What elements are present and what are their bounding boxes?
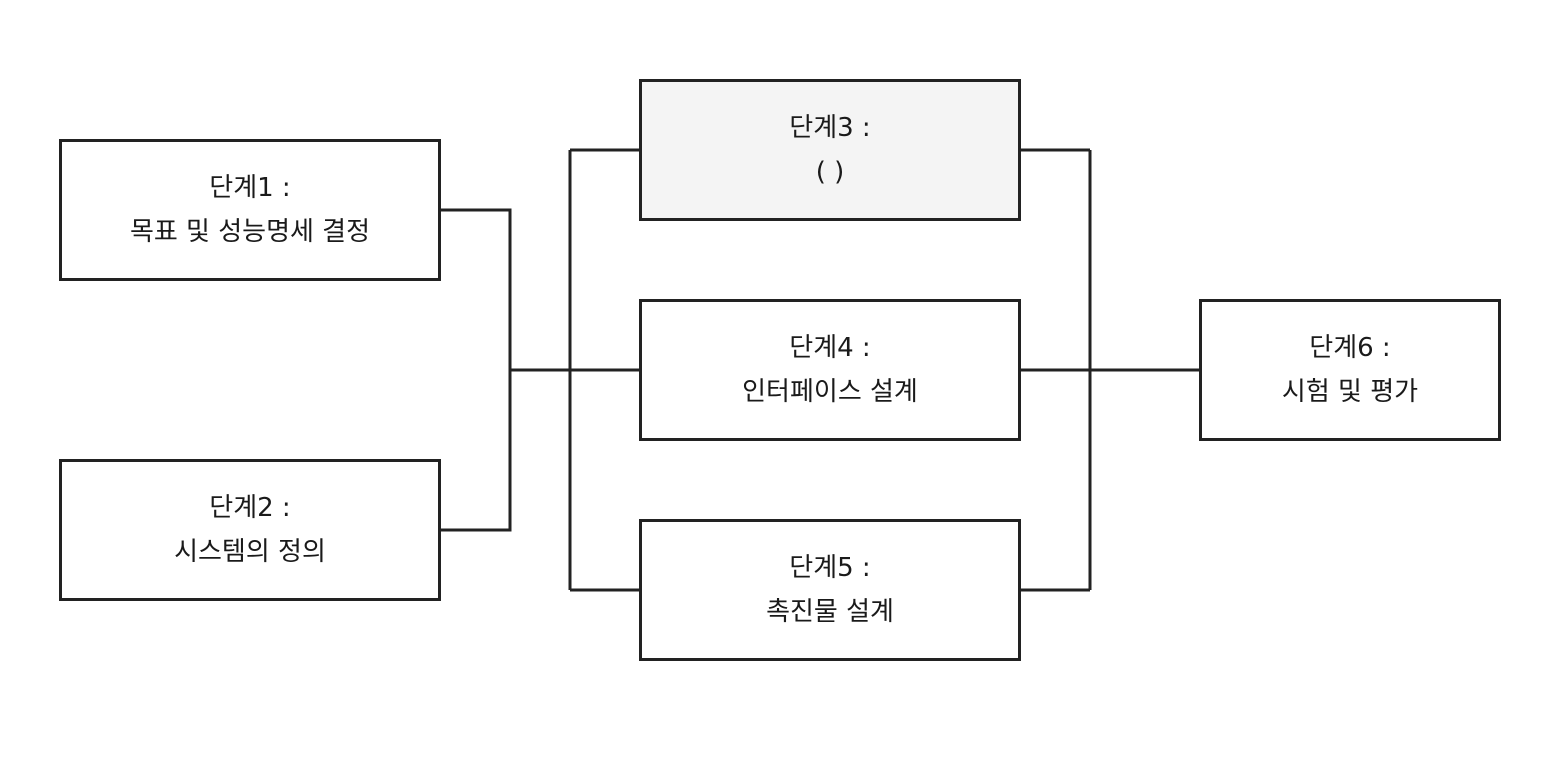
step1-description: 목표 및 성능명세 결정 [129, 217, 371, 247]
step3-box: 단계3 : ( ) [639, 79, 1021, 221]
step1-label: 단계1 : [209, 173, 291, 203]
step1-box: 단계1 : 목표 및 성능명세 결정 [59, 139, 441, 281]
connector-step2-merge [441, 370, 512, 532]
step6-label: 단계6 : [1309, 333, 1391, 363]
step4-label: 단계4 : [789, 333, 871, 363]
step6-box: 단계6 : 시험 및 평가 [1199, 299, 1501, 441]
step2-description: 시스템의 정의 [174, 537, 326, 567]
step2-label: 단계2 : [209, 493, 291, 523]
step3-description: ( ) [815, 157, 845, 187]
connector-step1-merge [441, 208, 512, 370]
step5-description: 촉진물 설계 [766, 597, 894, 627]
step4-box: 단계4 : 인터페이스 설계 [639, 299, 1021, 441]
step5-label: 단계5 : [789, 553, 871, 583]
step4-description: 인터페이스 설계 [742, 377, 918, 407]
step3-label: 단계3 : [789, 113, 871, 143]
step5-box: 단계5 : 촉진물 설계 [639, 519, 1021, 661]
step2-box: 단계2 : 시스템의 정의 [59, 459, 441, 601]
step6-description: 시험 및 평가 [1281, 377, 1419, 407]
